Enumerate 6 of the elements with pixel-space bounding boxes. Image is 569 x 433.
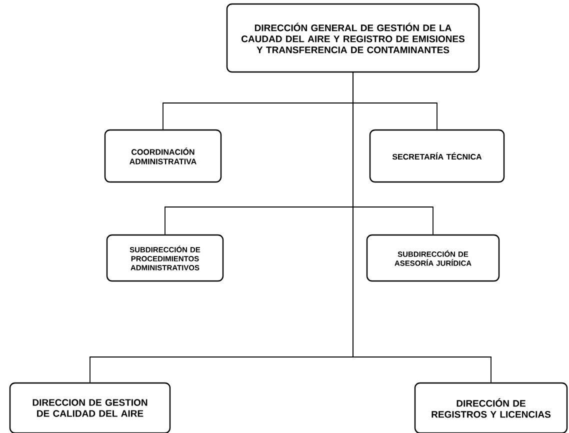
- connector-line: [352, 72, 492, 383]
- org-box: DIRECCION DE GESTION DE CALIDAD DEL AIRE: [9, 382, 171, 433]
- org-box: COORDINACIÓN ADMINISTRATIVA: [104, 129, 222, 183]
- org-box: DIRECCIÓN GENERAL DE GESTIÓN DE LA CAUDAD DEL AIRE Y REGISTRO DE EMISIONES Y TRANSFERENCIA DE CONTAMINANTES: [226, 3, 480, 73]
- org-box: DIRECCIÓN DE REGISTROS Y LICENCIAS: [414, 382, 568, 433]
- org-box: SECRETARÍA TÉCNICA: [369, 129, 505, 183]
